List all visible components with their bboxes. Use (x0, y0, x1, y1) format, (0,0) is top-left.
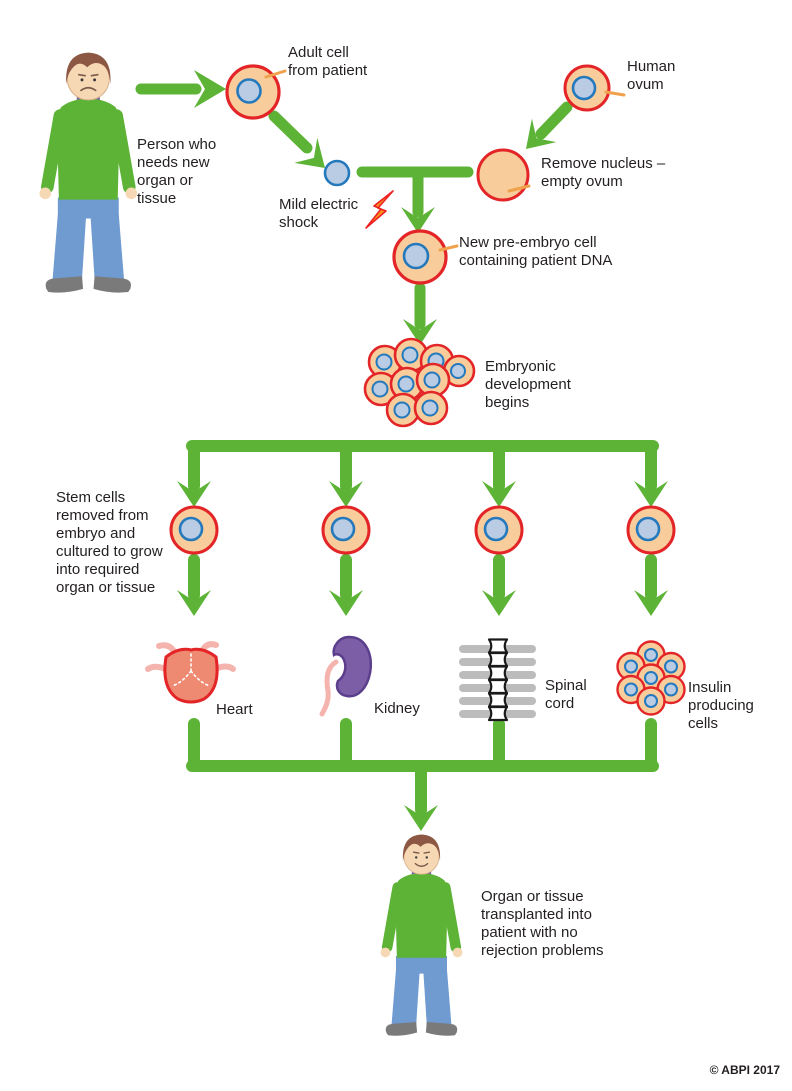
person-bottom-label: Organ or tissue transplanted into patien… (481, 888, 604, 959)
person-happy-icon (380, 834, 463, 1036)
adult-cell-label: Adult cell from patient (288, 44, 368, 79)
spinal-cord-icon (459, 638, 536, 722)
heart-icon (145, 641, 236, 704)
remove-nucleus-label: Remove nucleus – empty ovum (541, 155, 666, 190)
green-arrow-icon (135, 70, 668, 831)
human-ovum-label: Human ovum (627, 58, 676, 93)
spinal-label: Spinal cord (545, 677, 587, 712)
kidney-icon (319, 635, 372, 717)
extracted-nucleus-icon (323, 159, 351, 187)
embryonic-label: Embryonic development begins (485, 358, 571, 411)
new-cell-label: New pre-embryo cell containing patient D… (459, 234, 613, 269)
stem-cell-icon (169, 505, 676, 555)
adult-cell-icon (225, 64, 287, 120)
insulin-cells-icon (616, 640, 686, 716)
person-sad-icon (39, 52, 138, 293)
pre-embryo-cell-icon (392, 229, 459, 285)
insulin-label: Insulin producing cells (688, 679, 754, 732)
empty-ovum-icon (476, 148, 531, 202)
lightning-icon (365, 190, 394, 229)
kidney-label: Kidney (374, 700, 420, 717)
human-ovum-icon (563, 64, 626, 112)
mild-shock-label: Mild electric shock (279, 196, 359, 231)
copyright-credit: © ABPI 2017 (709, 1063, 780, 1077)
stem-cells-label: Stem cells removed from embryo and cultu… (56, 489, 163, 596)
person-top-label: Person who needs new organ or tissue (137, 136, 217, 207)
heart-label: Heart (216, 701, 253, 718)
embryo-cluster-icon (363, 337, 476, 428)
